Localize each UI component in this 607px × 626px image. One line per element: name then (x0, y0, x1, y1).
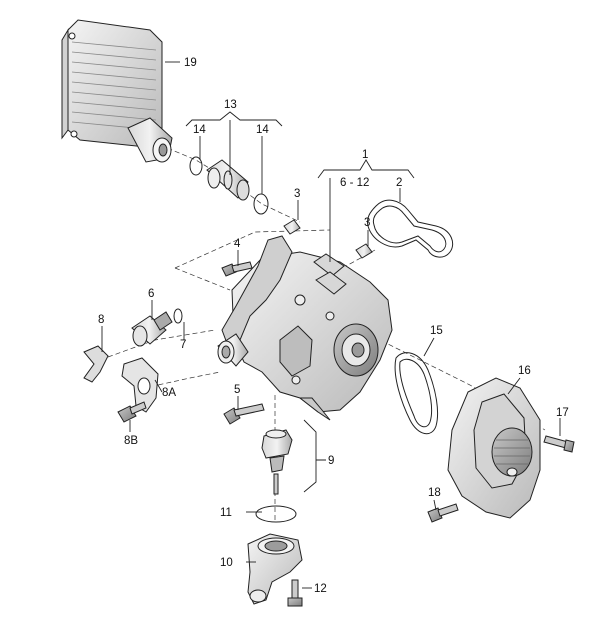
label-13: 13 (224, 99, 237, 111)
label-16: 16 (518, 365, 531, 377)
oil-cooler-part-19 (61, 19, 173, 163)
coolant-pump-housing-part-1 (217, 235, 393, 421)
label-5: 5 (234, 384, 240, 396)
gasket-part-2 (367, 199, 454, 258)
label-19: 19 (184, 57, 197, 69)
o-ring-part-14-left (189, 156, 203, 176)
o-ring-part-14-right (253, 193, 269, 215)
bolt-part-4 (221, 261, 253, 277)
label-8: 8 (98, 314, 104, 326)
leader-lines (101, 61, 561, 589)
label-18: 18 (428, 487, 441, 499)
toothed-belt-part-15 (394, 352, 439, 435)
label-4: 4 (234, 238, 241, 250)
label-8B: 8B (124, 435, 138, 447)
label-8A: 8A (162, 387, 176, 399)
label-11: 11 (220, 507, 232, 519)
bolt-part-8B (117, 401, 147, 423)
coolant-flange-part-10 (247, 533, 303, 605)
label-17: 17 (556, 407, 569, 419)
label-1: 1 (362, 149, 368, 161)
bolt-part-18 (427, 503, 459, 523)
part-number-labels: 19 13 14 14 1 6 - 12 2 3 3 4 6 8 7 8A 8B… (98, 57, 569, 595)
label-3-upper: 3 (294, 188, 300, 200)
bolt-part-17 (543, 435, 575, 453)
dowel-pin-part-3-upper (283, 219, 301, 235)
temperature-sensor-part-6 (131, 311, 173, 347)
o-ring-part-11 (255, 505, 297, 523)
label-3-lower: 3 (364, 217, 370, 229)
label-2: 2 (396, 177, 402, 189)
label-14-right: 14 (256, 124, 269, 136)
dowel-pin-part-3-lower (355, 243, 373, 259)
belt-cover-part-16 (447, 377, 541, 519)
o-ring-part-7 (173, 308, 183, 324)
label-15: 15 (430, 325, 443, 337)
label-9: 9 (328, 455, 334, 467)
bolt-part-12 (287, 579, 303, 607)
label-7: 7 (180, 339, 186, 351)
label-14-left: 14 (193, 124, 206, 136)
retaining-clip-part-8 (83, 345, 109, 383)
label-6: 6 (148, 288, 154, 300)
label-10: 10 (220, 557, 233, 569)
label-6-12: 6 - 12 (340, 177, 369, 189)
flange-seal-part-8A (121, 357, 159, 413)
label-12: 12 (314, 583, 327, 595)
thermostat-part-9 (261, 429, 293, 495)
bolt-part-5 (223, 403, 265, 425)
connector-pipe-part-13 (206, 159, 250, 201)
